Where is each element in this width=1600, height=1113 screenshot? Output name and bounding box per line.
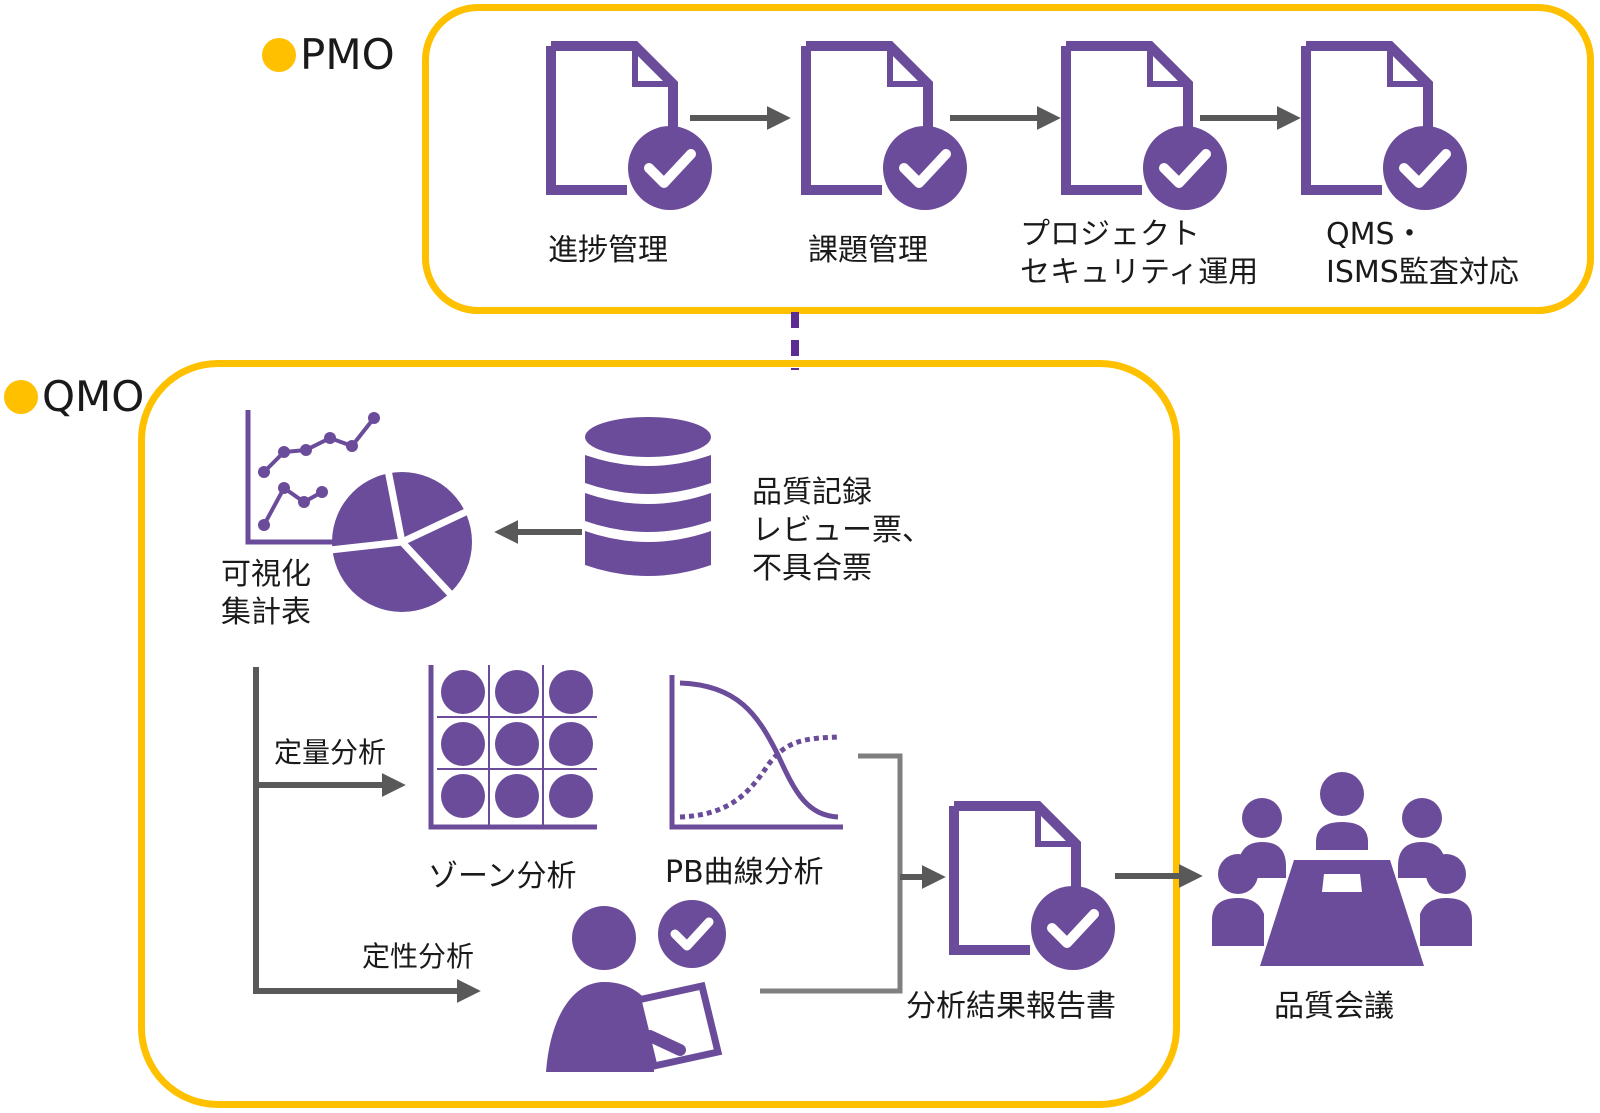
qmo-title: QMO: [42, 372, 145, 421]
zone-analysis-label: ゾーン分析: [428, 859, 577, 894]
zone-grid-icon: [427, 665, 597, 835]
pmo-step-4-label: QMS・ ISMS監査対応: [1326, 217, 1519, 290]
meeting-label: 品質会議: [1274, 989, 1394, 1024]
qmo-section-label: QMO: [4, 372, 144, 421]
pmo-panel: [422, 4, 1594, 314]
qualitative-analysis-label: 定性分析: [362, 940, 475, 973]
pmo-bullet-icon: [262, 37, 296, 72]
database-label: 品質記録 レビュー票、 不具合票: [752, 475, 932, 586]
pmo-step-3-label: プロジェクト セキュリティ運用: [1020, 217, 1259, 290]
pmo-title: PMO: [300, 30, 395, 79]
report-document-icon: [948, 800, 1118, 975]
pb-to-merge-line: [760, 753, 903, 994]
reviewer-check-icon: [542, 900, 732, 1075]
document-check-icon: [545, 40, 715, 215]
visualization-label: 可視化 集計表: [221, 557, 311, 630]
report-label: 分析結果報告書: [906, 989, 1116, 1024]
pb-curve-label: PB曲線分析: [665, 855, 824, 890]
quantitative-analysis-label: 定量分析: [274, 736, 387, 769]
pmo-step-1-label: 進捗管理: [548, 233, 668, 268]
document-check-icon: [1060, 40, 1230, 215]
pb-curve-icon: [668, 675, 843, 835]
qmo-bullet-icon: [4, 379, 38, 414]
pmo-step-2-label: 課題管理: [808, 233, 928, 268]
pmo-section-label: PMO: [262, 30, 395, 79]
meeting-icon: [1212, 770, 1472, 970]
database-icon: [583, 415, 713, 590]
visual-branch-line: [253, 667, 481, 1003]
pie-chart-icon: [326, 470, 476, 615]
document-check-icon: [800, 40, 970, 215]
document-check-icon: [1300, 40, 1470, 215]
qmo-panel: [138, 360, 1180, 1108]
